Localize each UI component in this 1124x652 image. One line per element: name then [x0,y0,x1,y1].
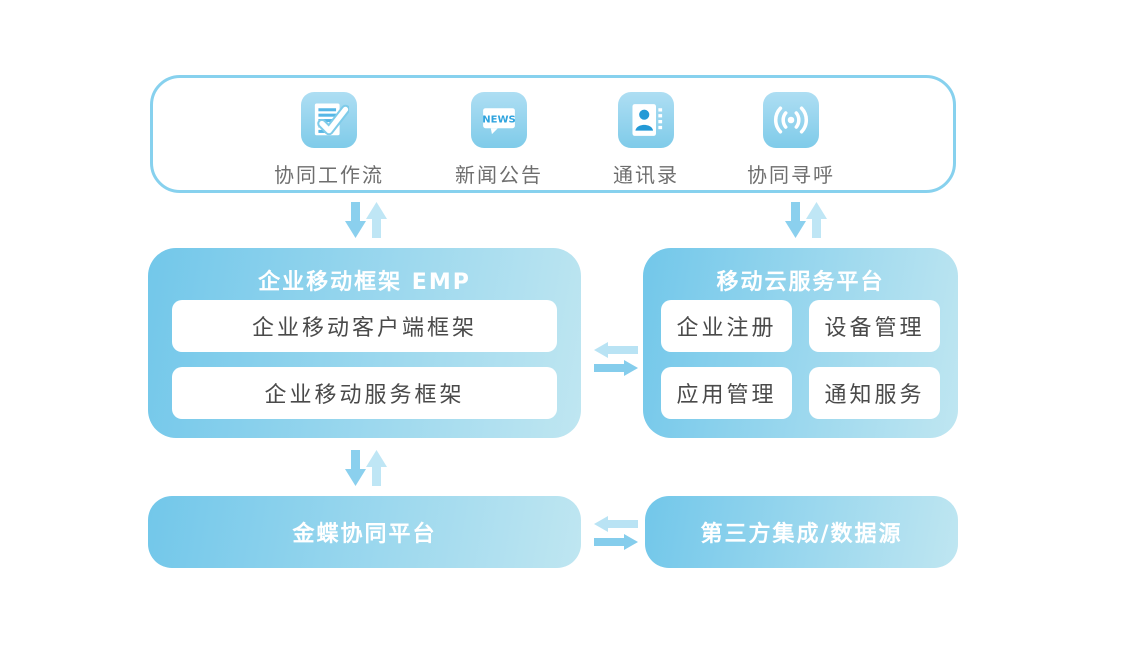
app-paging: 协同寻呼 [747,92,835,188]
cloud-device-management: 设备管理 [809,300,940,352]
sync-arrow-kingdee-thirdparty [594,516,638,550]
workflow-check-icon [301,92,357,148]
cloud-notification-service: 通知服务 [809,367,940,419]
emp-service-framework: 企业移动服务框架 [172,367,557,419]
contacts-icon [618,92,674,148]
sync-arrow-emp-cloud [594,342,638,376]
app-news: NEWS 新闻公告 [455,92,543,188]
app-contacts-label: 通讯录 [613,163,679,187]
kingdee-collaboration-platform: 金蝶协同平台 [148,496,581,568]
sync-arrow-apps-cloud [785,202,827,238]
news-icon-text: NEWS [482,114,515,125]
emp-framework-panel: 企业移动框架 EMP 企业移动客户端框架 企业移动服务框架 [148,248,581,438]
emp-title: 企业移动框架 EMP [258,270,471,295]
paging-icon [763,92,819,148]
app-workflow-label: 协同工作流 [274,163,384,187]
app-contacts: 通讯录 [613,92,679,188]
emp-client-framework: 企业移动客户端框架 [172,300,557,352]
app-news-label: 新闻公告 [455,163,543,187]
sync-arrow-emp-kingdee [345,450,387,486]
sync-arrow-apps-emp [345,202,387,238]
app-workflow: 协同工作流 [274,92,384,188]
cloud-platform-panel: 移动云服务平台 企业注册 设备管理 应用管理 通知服务 [643,248,958,438]
app-paging-label: 协同寻呼 [747,163,835,187]
cloud-enterprise-register: 企业注册 [661,300,792,352]
cloud-app-management: 应用管理 [661,367,792,419]
client-apps-panel: 协同工作流 NEWS 新闻公告 [150,75,956,193]
cloud-title: 移动云服务平台 [716,270,885,295]
thirdparty-integration-datasource: 第三方集成/数据源 [645,496,958,568]
news-icon: NEWS [471,92,527,148]
